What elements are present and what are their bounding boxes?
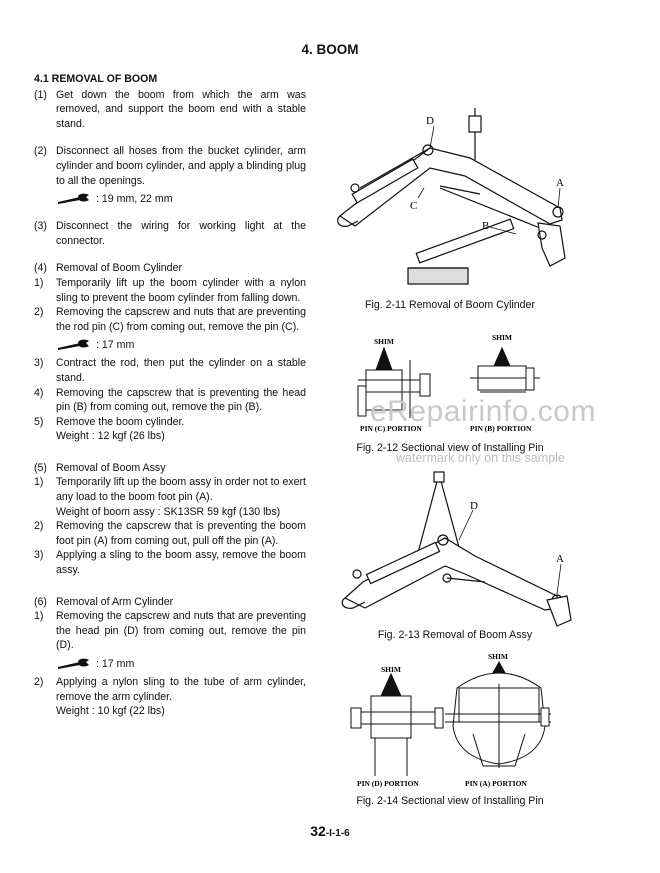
fig-2-12-pin-section-drawing: SHIM SHIM PIN (C) PORTION PIN (B) PORTIO…	[357, 333, 540, 433]
wrench-icon	[58, 658, 89, 669]
arm-cyl-step-1: 1) Removing the capscrew and nuts that a…	[34, 610, 306, 652]
boom-cyl-step-5: 5) Remove the boom cylinder. Weight : 12…	[34, 415, 185, 443]
boom-cyl-step-1: 1) Temporarily lift up the boom cylinder…	[34, 276, 306, 304]
wrench-icon	[58, 339, 89, 351]
page-title: 4. BOOM	[301, 42, 359, 57]
step-2: (2) Disconnect all hoses from the bucket…	[34, 145, 306, 187]
boom-assy-step-2: 2) Removing the capscrew that is prevent…	[34, 520, 306, 547]
arm-cylinder-heading: (6) Removal of Arm Cylinder	[34, 595, 174, 608]
fig214-portion-1: PIN (D) PORTION	[357, 779, 419, 788]
fig-2-14-pin-section-drawing: SHIM SHIM PIN (D) PORTION PIN (A) PORTIO…	[350, 652, 551, 788]
fig-2-13-caption: Fig. 2-13 Removal of Boom Assy	[377, 629, 533, 641]
fig213-label-d: D	[470, 500, 478, 512]
wrench-spec: : 17 mm	[56, 656, 306, 672]
fig211-label-c: C	[410, 200, 417, 212]
left-column: 4.1 REMOVAL OF BOOM (1) Get down the boo…	[34, 72, 306, 719]
fig213-label-a: A	[556, 553, 564, 565]
boom-cyl-step-4: 4) Removing the capscrew that is prevent…	[34, 386, 306, 414]
fig-2-11-boom-cylinder-drawing: D C B A	[337, 108, 566, 285]
wrench-spec: : 17 mm	[56, 337, 306, 353]
wrench-icon	[58, 193, 89, 205]
fig212-portion-2: PIN (B) PORTION	[470, 424, 532, 433]
boom-assy-step-3: 3) Applying a sling to the boom assy, re…	[34, 549, 306, 577]
fig211-label-d: D	[426, 115, 434, 127]
fig214-shim-1: SHIM	[381, 665, 401, 674]
boom-assy-step-1: 1) Temporarily lift up the boom assy in …	[34, 476, 306, 518]
watermark-text: eRepairinfo.com	[370, 395, 596, 428]
fig211-label-a: A	[556, 177, 564, 189]
section-heading: 4.1 REMOVAL OF BOOM	[34, 73, 158, 85]
fig214-shim-2: SHIM	[488, 652, 508, 661]
arm-cyl-step-2: 2) Applying a nylon sling to the tube of…	[34, 676, 306, 718]
step-3: (3) Disconnect the wiring for working li…	[34, 220, 306, 247]
fig211-label-b: B	[482, 220, 489, 232]
fig-2-12-caption: Fig. 2-12 Sectional view of Installing P…	[356, 442, 544, 454]
wrench-spec: : 19 mm, 22 mm	[56, 191, 306, 207]
watermark-subtext: watermark only on this sample	[396, 451, 565, 465]
boom-cyl-step-3: 3) Contract the rod, then put the cylind…	[34, 357, 306, 384]
page-number: 32-I-1-6	[310, 823, 350, 839]
boom-cylinder-heading: (4) Removal of Boom Cylinder	[34, 262, 182, 275]
fig212-portion-1: PIN (C) PORTION	[360, 424, 422, 433]
step-1: (1) Get down the boom from which the arm…	[34, 88, 306, 130]
boom-assy-heading: (5) Removal of Boom Assy	[34, 461, 166, 474]
fig212-shim-2: SHIM	[492, 333, 512, 342]
fig-2-13-boom-assy-drawing: D A	[341, 471, 572, 627]
fig212-shim-1: SHIM	[374, 337, 394, 346]
fig-2-14-caption: Fig. 2-14 Sectional view of Installing P…	[356, 795, 544, 807]
boom-cyl-step-2: 2) Removing the capscrew and nuts that a…	[34, 306, 306, 333]
fig-2-11-caption: Fig. 2-11 Removal of Boom Cylinder	[365, 299, 535, 311]
fig214-portion-2: PIN (A) PORTION	[465, 779, 527, 788]
